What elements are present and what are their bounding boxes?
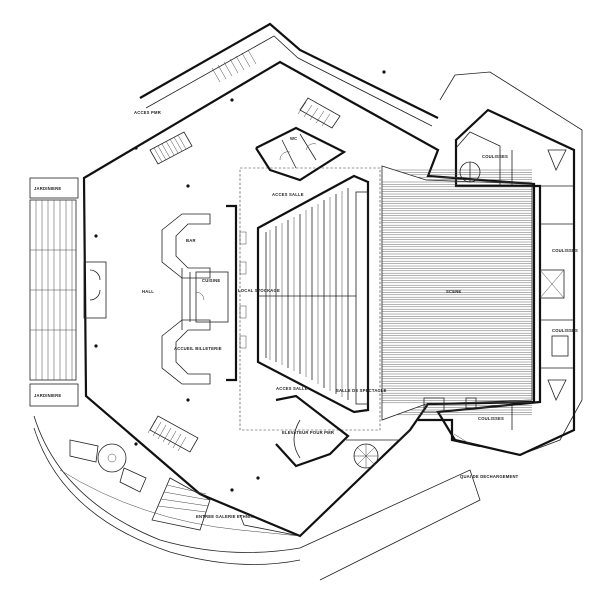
label-jardiniere-top: JARDINIERE	[34, 186, 61, 191]
round-feature	[69, 439, 147, 493]
label-acces-salle-bottom: ACCES SALLE	[276, 386, 308, 391]
room-labels: ACCES PMR JARDINIERE JARDINIERE WC ACCES…	[34, 110, 578, 519]
elevator-area	[275, 394, 411, 469]
entrance-canopy	[33, 415, 481, 581]
label-coulisses-4: COULISSES	[478, 416, 504, 421]
label-scene: SCENE	[446, 289, 461, 294]
label-hall: HALL	[142, 289, 154, 294]
label-entree: ENTREE GALERIE ETHNIK	[196, 514, 254, 519]
label-salle-spectacle: SALLE DE SPECTACLE	[336, 388, 387, 393]
outer-walls	[82, 22, 583, 538]
stage	[381, 165, 533, 421]
label-cuisine: CUISINE	[202, 278, 220, 283]
label-coulisses-1: COULISSES	[482, 154, 508, 159]
columns	[94, 70, 386, 492]
seating-area	[256, 174, 370, 414]
label-local-stockage: LOCAL STOCKAGE	[238, 288, 280, 293]
label-coulisses-3: COULISSES	[552, 328, 578, 333]
label-elevateur: ELEVATEUR POUR PMR	[282, 430, 334, 435]
label-acces-salle-top: ACCES SALLE	[272, 192, 304, 197]
seating-dashed-zone	[239, 167, 381, 431]
top-ramp	[211, 49, 257, 83]
entrance-doors	[83, 261, 107, 319]
label-coulisses-2: COULISSES	[552, 248, 578, 253]
bar-counter	[161, 213, 211, 279]
label-wc: WC	[290, 136, 297, 141]
terrace-left	[29, 177, 79, 407]
label-accueil-billeterie: ACCUEIL BILLETERIE	[174, 346, 222, 351]
stair-top-left	[149, 131, 193, 165]
stair-entrance	[151, 477, 211, 531]
stage-hatch	[382, 169, 532, 416]
label-bar: BAR	[186, 238, 196, 243]
stair-top-wc	[297, 97, 341, 129]
seat-rows	[258, 188, 356, 400]
label-jardiniere-bottom: JARDINIERE	[34, 393, 61, 398]
storage-wall	[226, 204, 247, 382]
reception-counter	[161, 319, 211, 385]
stair-bottom-left	[147, 415, 199, 453]
label-acces-pmr: ACCES PMR	[134, 110, 161, 115]
wc-block	[255, 126, 347, 182]
kitchen-room	[181, 268, 229, 330]
lower-backstage	[418, 397, 481, 448]
backstage-rooms	[455, 131, 574, 430]
label-quai-dechargement: QUAI DE DECHARGEMENT	[460, 474, 519, 479]
